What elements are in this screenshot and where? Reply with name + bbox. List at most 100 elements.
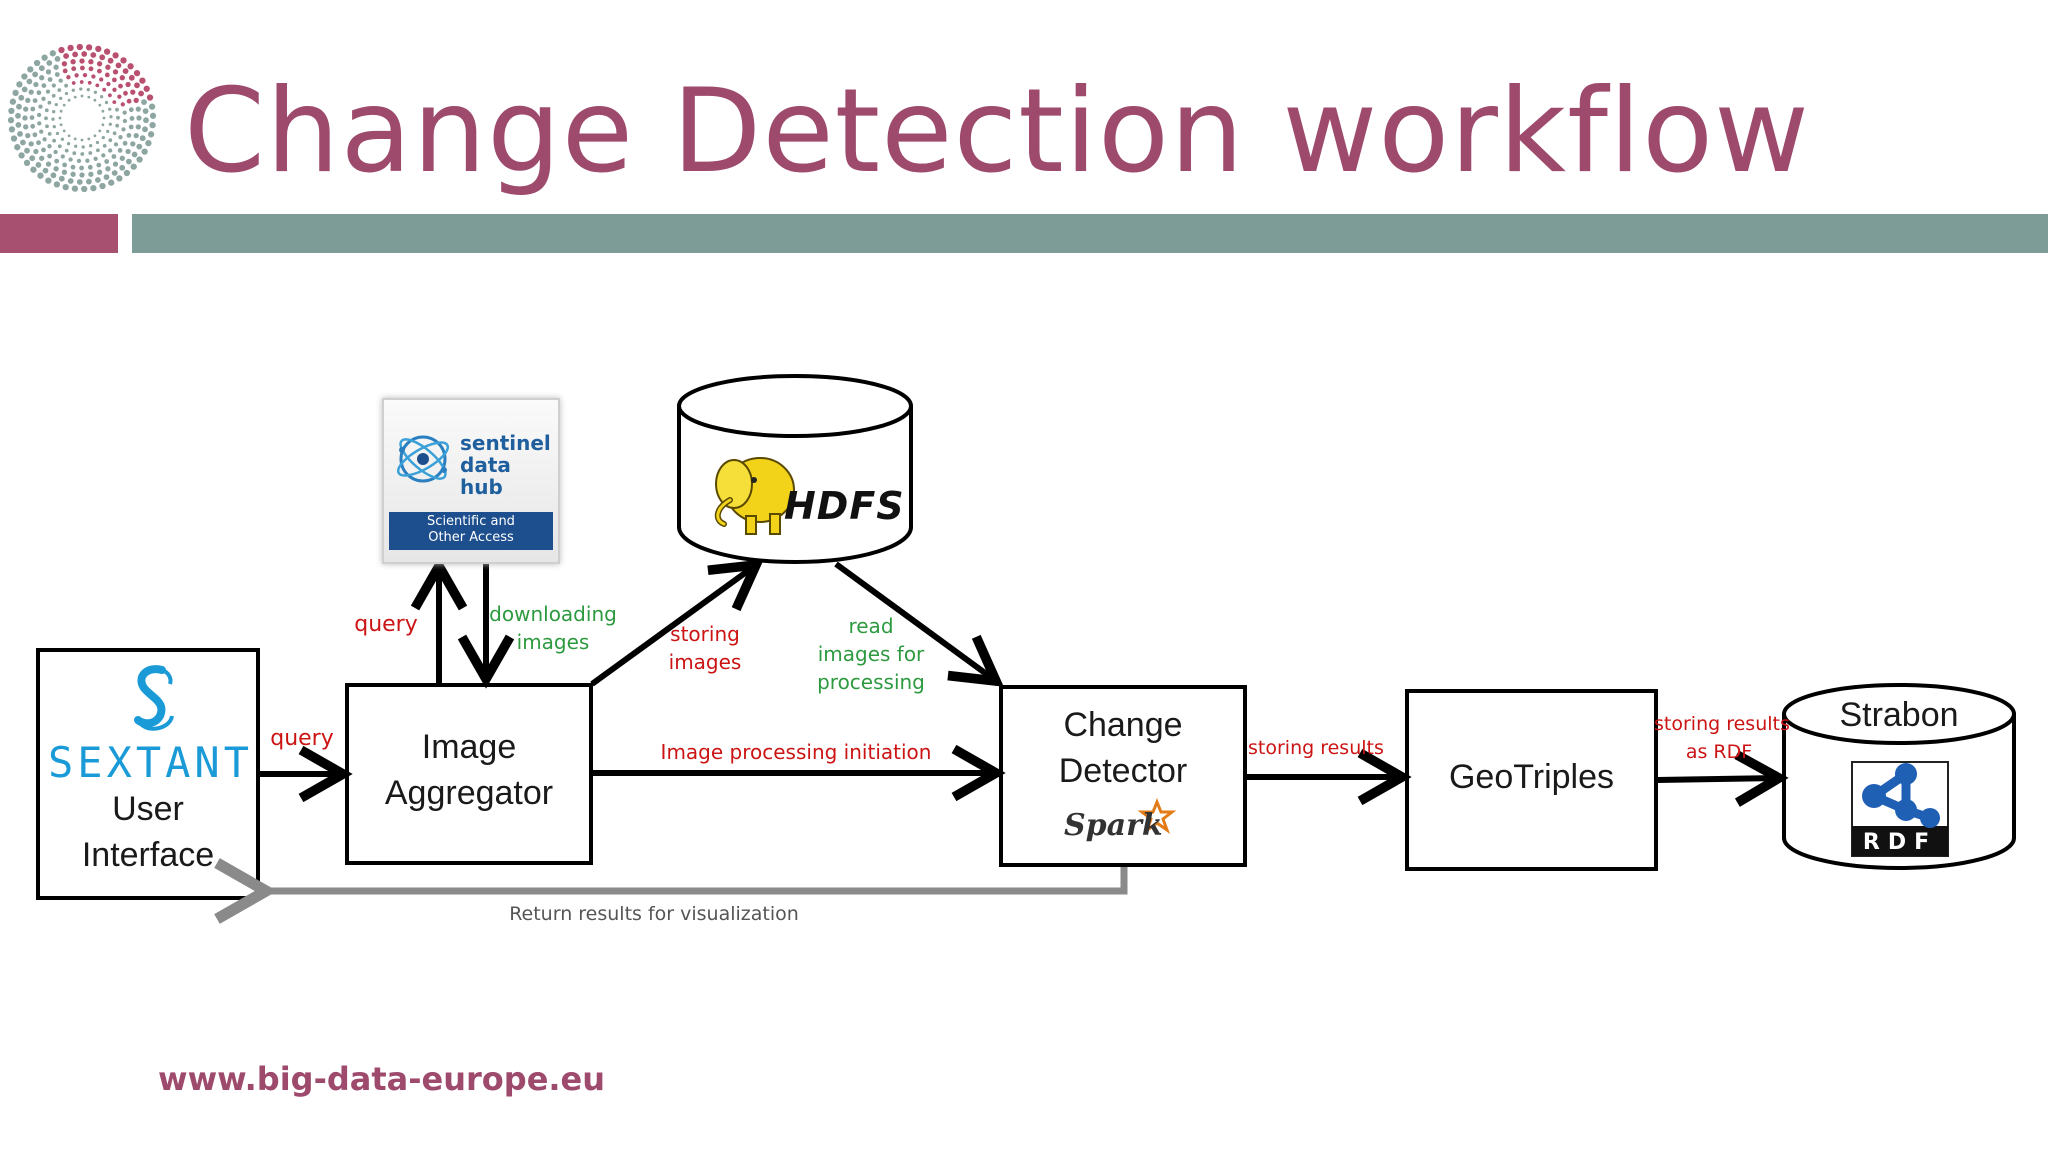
logo-dot <box>62 183 69 191</box>
logo-dot <box>112 87 117 92</box>
logo-dot <box>71 66 77 72</box>
image-aggregator-label-line1: Image <box>421 728 517 766</box>
logo-dot <box>108 179 115 186</box>
logo-dot <box>53 181 61 188</box>
logo-dot <box>74 144 78 148</box>
logo-dot <box>42 137 47 142</box>
logo-dot <box>87 164 93 170</box>
logo-dot <box>63 53 69 59</box>
logo-dot <box>111 154 117 159</box>
logo-dot <box>136 156 143 163</box>
sextant-label-line1: User <box>112 790 184 828</box>
logo-dot <box>18 94 25 101</box>
sentinel-name: sentinel data hub <box>460 432 558 498</box>
logo-dot <box>79 87 83 91</box>
logo-dot <box>101 109 105 113</box>
logo-dot <box>30 106 36 112</box>
logo-dot <box>106 81 111 87</box>
logo-dot <box>87 137 91 141</box>
logo-dot <box>59 109 63 113</box>
logo-dot <box>7 117 15 124</box>
sextant-logo-word: SEXTANT <box>48 738 254 787</box>
logo-dot <box>53 64 59 70</box>
edge-label-read-images: read images for processing <box>808 612 934 696</box>
logo-dot <box>80 94 84 98</box>
logo-dot <box>88 66 94 72</box>
header-accent-bar-pink <box>0 214 118 253</box>
logo-dot <box>23 124 29 130</box>
footer-url: www.big-data-europe.eu <box>158 1060 606 1098</box>
logo-dot <box>113 142 119 147</box>
logo-dot <box>71 81 76 85</box>
logo-dot <box>122 110 127 115</box>
logo-dot <box>54 102 58 107</box>
logo-dot <box>58 46 65 54</box>
edge-label-aggregator-query: query <box>354 612 418 637</box>
logo-dot <box>33 148 39 155</box>
logo-dot <box>29 115 35 120</box>
logo-dot <box>46 60 53 66</box>
sextant-label: User Interface <box>38 786 258 878</box>
logo-dot <box>143 85 150 92</box>
logo-dot <box>95 83 100 88</box>
logo-dot <box>142 126 148 133</box>
logo-dot <box>135 124 141 130</box>
logo-dot <box>41 54 48 61</box>
edge-label-read-images-line1: read <box>848 614 894 638</box>
logo-dot <box>10 135 18 142</box>
logo-dot <box>33 81 39 88</box>
logo-dot <box>88 171 94 177</box>
logo-dot <box>111 170 118 176</box>
logo-dot <box>139 77 146 84</box>
logo-dot <box>96 61 103 67</box>
logo-dot <box>57 144 62 149</box>
logo-dot <box>149 121 156 129</box>
logo-dot <box>62 129 66 133</box>
logo-dot <box>52 125 56 129</box>
logo-dot <box>27 66 34 73</box>
logo-dot <box>126 133 132 138</box>
logo-dot <box>112 161 119 167</box>
logo-dot <box>71 88 75 92</box>
logo-dot <box>23 159 31 167</box>
change-detector-label-line1: Change <box>1063 706 1183 744</box>
logo-dot <box>95 177 101 183</box>
logo-dot <box>82 72 88 78</box>
logo-dot <box>39 129 44 134</box>
logo-dot <box>44 108 49 113</box>
change-detector-label-line2: Detector <box>1058 752 1188 790</box>
logo-dot <box>108 93 112 98</box>
logo-dot <box>131 151 138 158</box>
edge-label-read-images-line3: processing <box>817 670 925 694</box>
logo-dot <box>142 108 149 114</box>
logo-dot <box>103 174 110 181</box>
logo-dot <box>103 48 111 55</box>
logo-dot <box>134 82 140 89</box>
sentinel-subtitle-line1: Scientific and <box>427 514 515 529</box>
logo-dot <box>66 75 71 80</box>
logo-dot <box>101 135 105 140</box>
logo-dot <box>102 116 106 120</box>
logo-dot <box>72 51 78 58</box>
logo-dot <box>87 95 91 99</box>
logo-dot <box>101 123 105 127</box>
logo-dot <box>98 129 102 133</box>
logo-dot <box>47 100 52 105</box>
logo-dot <box>99 182 106 190</box>
logo-dot <box>96 162 102 168</box>
logo-dot <box>51 93 56 98</box>
logo-dot <box>51 117 55 121</box>
sentinel-band <box>389 512 553 550</box>
logo-dot <box>108 148 113 153</box>
logo-dot <box>85 158 90 163</box>
logo-dot <box>73 95 77 99</box>
logo-dot <box>108 138 113 143</box>
big-data-europe-logo <box>7 43 157 193</box>
logo-dot <box>93 90 98 94</box>
logo-dot <box>96 148 100 153</box>
edge-label-storing-images-line2: images <box>668 650 742 674</box>
logo-dot <box>22 115 28 121</box>
logo-dot <box>141 148 148 155</box>
logo-dot <box>102 144 107 148</box>
